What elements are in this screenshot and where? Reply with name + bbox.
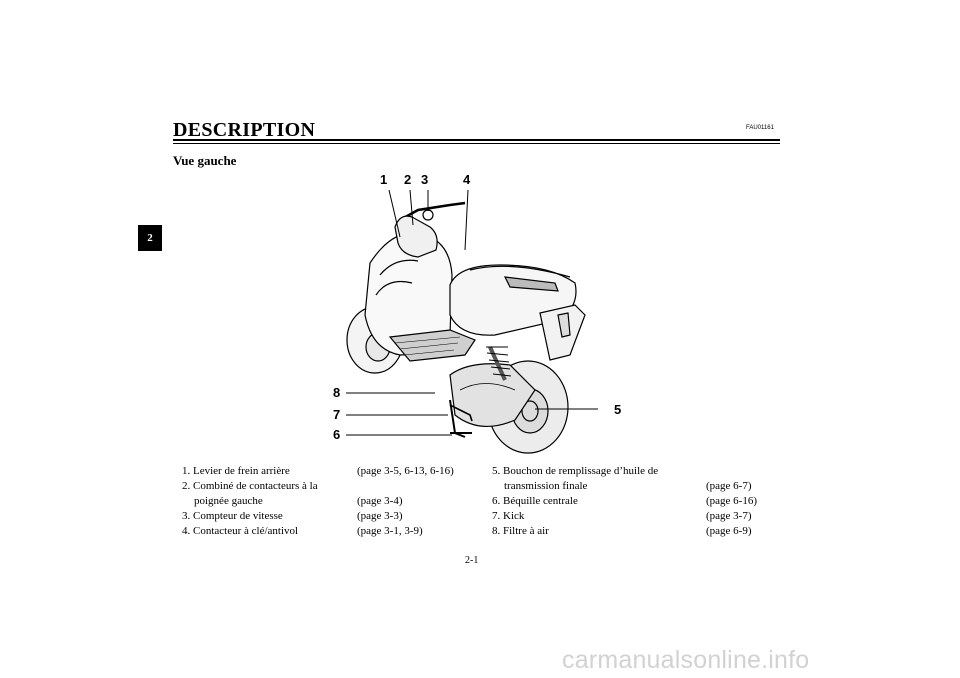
legend-page: (page 3-1, 3-9) [357,525,423,537]
callout-1: 1 [380,172,388,187]
legend-page: (page 3-3) [357,510,403,522]
legend-page: (page 6-9) [706,525,752,537]
page-title: DESCRIPTION [173,119,316,141]
callout-6: 6 [333,427,341,442]
legend-item: transmission finale (page 6-7) [492,479,752,494]
reference-code: FAU01161 [746,125,774,131]
callout-2: 2 [404,172,412,187]
legend-item: 3. Compteur de vitesse (page 3-3) [182,509,403,524]
legend-item: 8. Filtre à air (page 6-9) [492,524,752,539]
legend-label: 7. Kick [492,510,525,522]
legend-page: (page 3-4) [357,495,403,507]
callout-5: 5 [614,402,622,417]
title-rule [173,139,780,141]
legend-label: 3. Compteur de vitesse [182,510,283,522]
legend-label: transmission finale [504,480,588,492]
callout-4: 4 [463,172,471,187]
legend-item: 5. Bouchon de remplissage d’huile de [492,464,658,479]
legend-item: 7. Kick (page 3-7) [492,509,752,524]
legend-label: 1. Levier de frein arrière [182,465,290,477]
legend-page: (page 6-7) [706,480,752,492]
callout-3: 3 [421,172,429,187]
scooter-illustration [346,189,598,454]
legend-label: poignée gauche [194,495,263,507]
watermark: carmanualsonline.info [562,646,810,674]
callout-7: 7 [333,407,341,422]
legend-label: 4. Contacteur à clé/antivol [182,525,299,537]
title-rule-thin [173,143,780,144]
legend-label: 6. Béquille centrale [492,495,578,507]
legend-left: 1. Levier de frein arrière (page 3-5, 6-… [182,464,454,539]
chapter-tab: 2 [138,225,162,251]
legend-right: 5. Bouchon de remplissage d’huile de tra… [492,464,757,539]
legend-item: poignée gauche (page 3-4) [182,494,403,509]
legend-page: (page 3-7) [706,510,752,522]
page-number: 2-1 [465,555,479,566]
legend-label: 2. Combiné de contacteurs à la [182,480,318,492]
legend-item: 6. Béquille centrale (page 6-16) [492,494,757,509]
legend-page: (page 3-5, 6-13, 6-16) [357,465,454,477]
legend-page: (page 6-16) [706,495,758,507]
legend-item: 4. Contacteur à clé/antivol (page 3-1, 3… [182,524,423,539]
callout-8: 8 [333,385,341,400]
legend-item: 2. Combiné de contacteurs à la [182,479,318,494]
legend-item: 1. Levier de frein arrière (page 3-5, 6-… [182,464,454,479]
section-subtitle: Vue gauche [173,153,237,168]
legend-label: 8. Filtre à air [492,525,549,537]
legend-label: 5. Bouchon de remplissage d’huile de [492,465,659,477]
